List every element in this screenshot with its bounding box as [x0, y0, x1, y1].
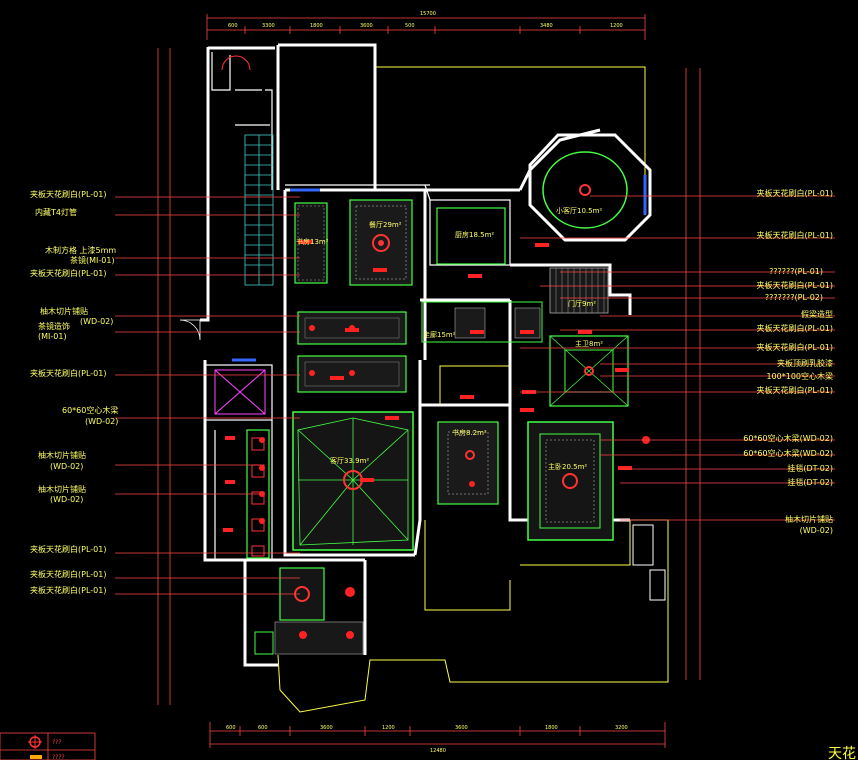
room-label: 门厅9m² [568, 299, 596, 308]
walls [200, 43, 632, 667]
room-hallway-beams [246, 429, 270, 559]
callout-label: 内藏T4灯管 [35, 207, 77, 217]
entry-door-swing [221, 55, 251, 71]
room-foyer [254, 567, 364, 655]
callout-label: 木制方格 上漆5mm [45, 245, 116, 255]
callout-label: 夹板天花刷白(PL-01) [30, 268, 106, 278]
callout-label: 柚木切片铺贴 [40, 306, 88, 316]
room-label: 客厅33.9m² [330, 456, 369, 465]
room-kitchen [436, 207, 506, 265]
room-label: 厨房18.5m² [455, 230, 494, 239]
callout-label: 夹板天花刷白(PL-01) [30, 569, 106, 579]
legend-label: ???? [52, 754, 65, 760]
callout-label: 夹板天花刷白(PL-01) [757, 323, 833, 333]
callout-label: 夹板天花刷白(PL-01) [757, 280, 833, 290]
callout-label: 柚木切片铺贴 [38, 484, 86, 494]
dim-top-overall: 15700 [420, 11, 436, 17]
callout-label: 夹板顶刷乳胶漆 [777, 358, 833, 368]
callout-label: 挂毯(DT-02) [787, 477, 833, 487]
callout-label: 柚木切片铺贴 [785, 514, 833, 524]
callout-label: (WD-02) [50, 495, 83, 504]
callout-label: 茶镜造饰 [38, 321, 70, 331]
callout-label: ???????(PL-02) [765, 293, 823, 302]
room-label: 主卫8m² [575, 339, 603, 348]
legend [0, 732, 96, 760]
cabinet [649, 569, 666, 601]
dim-bottom-part: 3600 [455, 725, 468, 731]
inner-walls [204, 52, 511, 560]
room-master-bedroom [527, 421, 614, 541]
side-dimensions [157, 48, 701, 705]
dim-top-part: 1800 [310, 23, 323, 29]
room-dining [349, 199, 413, 286]
callout-label: 60*60空心木梁 [62, 405, 118, 415]
callout-label: 夹板天花刷白(PL-01) [757, 342, 833, 352]
sheet-mark: 天花 [828, 746, 856, 760]
callout-label: (MI-01) [38, 332, 67, 341]
callout-label: (WD-02) [50, 462, 83, 471]
room-label: 书房13m² [296, 237, 329, 246]
staircase [244, 134, 274, 286]
elevator [214, 369, 266, 415]
dim-bottom-part: 3600 [320, 725, 333, 731]
callout-label: (WD-02) [85, 417, 118, 426]
dim-bottom-part: 3200 [615, 725, 628, 731]
dim-bottom-part: 600 [226, 725, 236, 731]
room-label: 走廊15m² [423, 330, 456, 339]
callout-label: 100*100空心木梁 [766, 371, 833, 381]
room-study-center [437, 421, 499, 505]
callout-label: ??????(PL-01) [769, 267, 823, 276]
ceiling-light-icon [372, 234, 390, 252]
callout-label: (WD-02) [80, 317, 113, 326]
dim-top-part: 3600 [360, 23, 373, 29]
callout-label: 柚木切片铺贴 [38, 450, 86, 460]
room-label: 书房8.2m² [452, 428, 487, 437]
callout-label: 60*60空心木梁(WD-02) [743, 448, 833, 458]
dim-top-part: 500 [405, 23, 415, 29]
dim-top-part: 1200 [610, 23, 623, 29]
windows [232, 175, 647, 362]
dim-bottom-part: 1800 [545, 725, 558, 731]
room-small-living [528, 133, 652, 242]
callout-label: 夹板天花刷白(PL-01) [30, 544, 106, 554]
callout-label: 夹板天花刷白(PL-01) [30, 368, 106, 378]
room-living [292, 411, 414, 551]
red-fixtures [223, 240, 650, 639]
ceiling-light-icon [584, 366, 594, 376]
bottom-dimensions [209, 722, 666, 748]
left-leaders [115, 196, 300, 595]
hatched-ceiling-area [549, 267, 609, 314]
ceiling-light-icon [562, 473, 578, 489]
callout-label: (WD-02) [800, 526, 833, 535]
legend-label: ??? [52, 739, 62, 746]
hatching [555, 268, 605, 313]
callout-label: 夹板天花刷白(PL-01) [30, 189, 106, 199]
dim-top-part: 600 [228, 23, 238, 29]
callout-label: 挂毯(DT-02) [787, 463, 833, 473]
callout-label: 茶镜(MI-01) [70, 255, 115, 265]
callout-label: 60*60空心木梁(WD-02) [743, 433, 833, 443]
room-label: 餐厅29m² [369, 220, 402, 229]
callout-label: 假梁造型 [801, 309, 833, 319]
room-label: 主卧20.5m² [548, 462, 587, 471]
callout-label: 夹板天花刷白(PL-01) [757, 230, 833, 240]
ceiling-light-icon [465, 450, 475, 460]
dim-bottom-part: 600 [258, 725, 268, 731]
dim-bottom-overall: 12480 [430, 748, 446, 754]
callout-label: 夹板天花刷白(PL-01) [30, 585, 106, 595]
beam-strips [297, 311, 407, 393]
side-door [179, 319, 201, 341]
dim-bottom-part: 1200 [382, 725, 395, 731]
top-dimensions [206, 14, 646, 40]
dim-top-part: 3300 [262, 23, 275, 29]
ceiling-light-icon [579, 184, 591, 196]
callout-label: 夹板天花刷白(PL-01) [757, 385, 833, 395]
room-label: 小客厅10.5m² [556, 206, 602, 215]
dim-top-part: 3480 [540, 23, 553, 29]
ceiling-light-icon [378, 240, 384, 246]
cabinet [632, 524, 654, 566]
right-leaders [520, 195, 835, 521]
callout-label: 夹板天花刷白(PL-01) [757, 188, 833, 198]
